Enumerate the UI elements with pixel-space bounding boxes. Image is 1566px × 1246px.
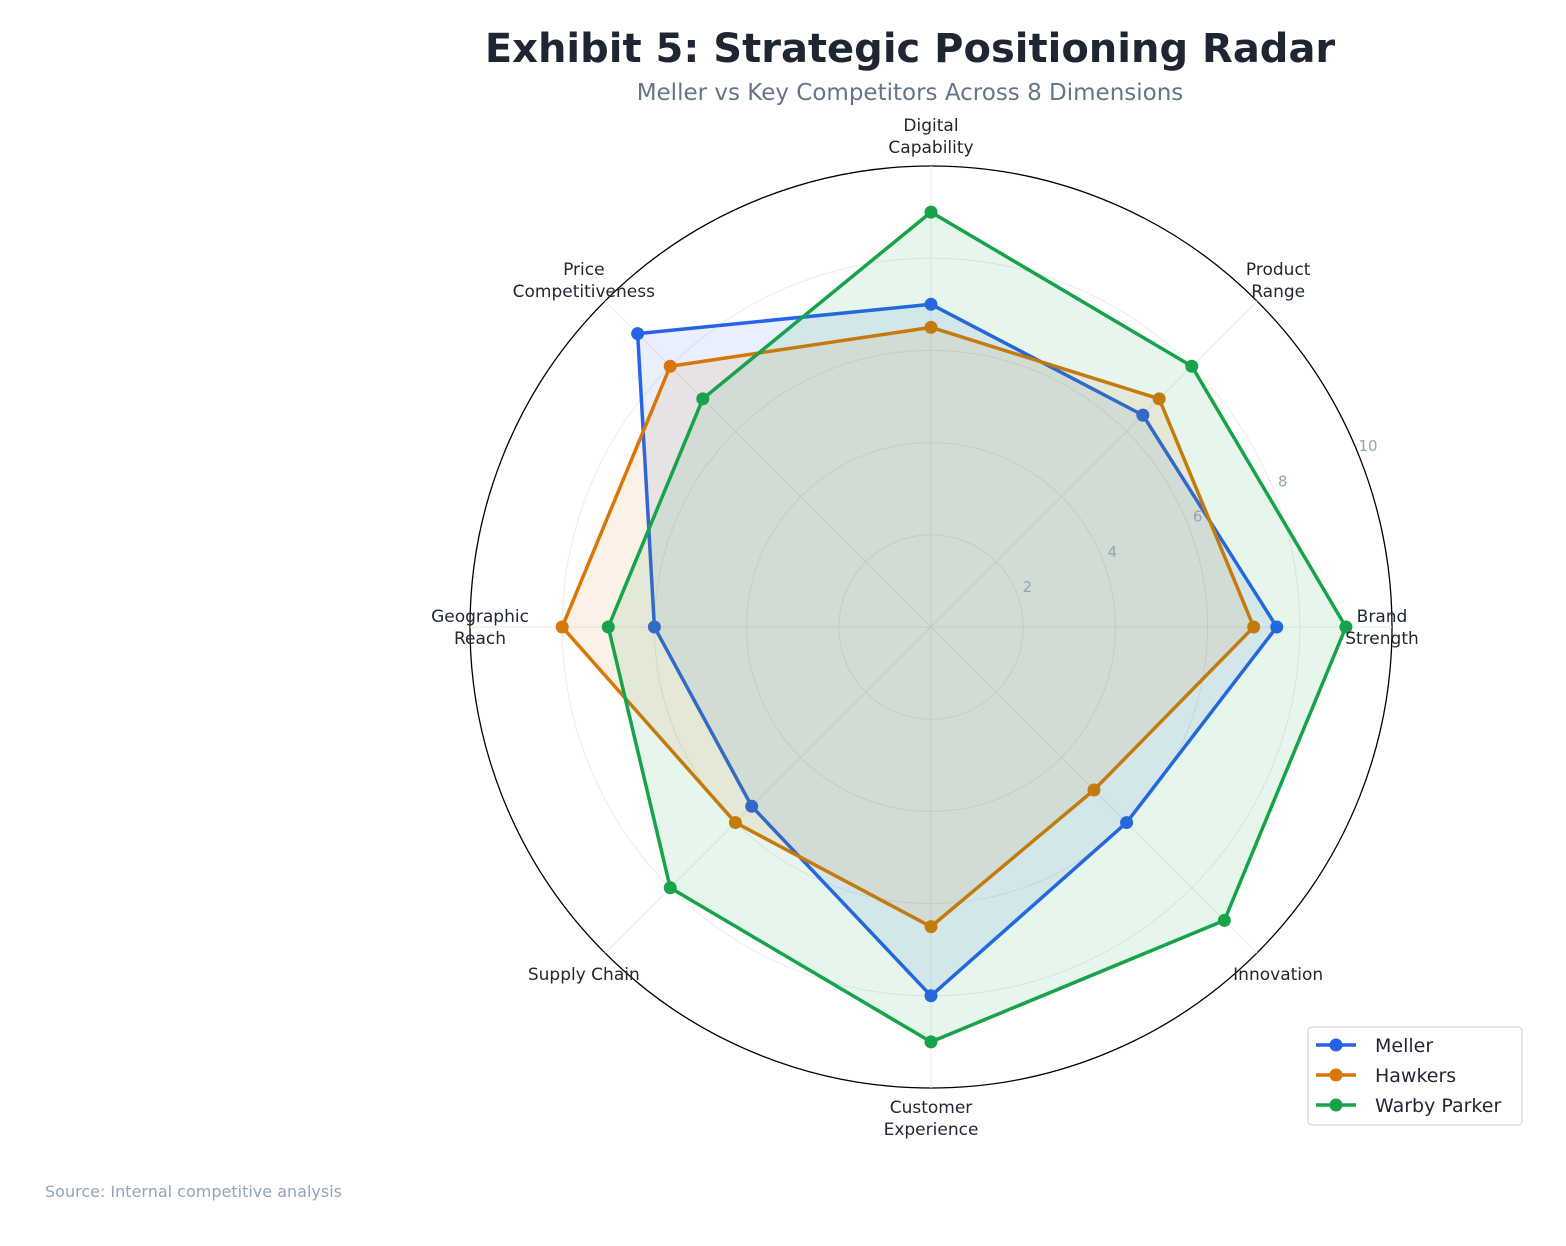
data-point [728, 816, 742, 830]
radial-tick-label: 10 [1358, 437, 1377, 455]
radial-tick-label: 4 [1108, 543, 1118, 561]
data-point [1120, 816, 1134, 830]
data-point [924, 989, 938, 1003]
data-point [924, 320, 938, 334]
data-point [924, 297, 938, 311]
radial-tick-label: 2 [1022, 578, 1032, 596]
data-point [631, 327, 645, 341]
legend-label: Hawkers [1375, 1065, 1456, 1087]
data-point [1185, 359, 1199, 373]
data-point [924, 1035, 938, 1049]
source-note: Source: Internal competitive analysis [45, 1182, 342, 1201]
legend-label: Warby Parker [1375, 1095, 1501, 1117]
radial-tick-label: 8 [1278, 472, 1288, 490]
data-point [924, 920, 938, 934]
data-point [663, 359, 677, 373]
data-point [696, 392, 710, 406]
legend-box [1307, 1026, 1523, 1126]
data-point [647, 620, 661, 634]
grid-spoke [604, 300, 932, 628]
data-point [1339, 620, 1353, 634]
data-point [601, 620, 615, 634]
data-point [1270, 620, 1284, 634]
series-fill-meller [637, 304, 1277, 996]
data-point [1217, 913, 1231, 927]
data-point [555, 620, 569, 634]
axis-label: Innovation [1233, 965, 1323, 985]
series-fill-warby-parker [608, 212, 1346, 1042]
data-point [663, 881, 677, 895]
axis-label: Supply Chain [528, 965, 640, 985]
data-point [924, 205, 938, 219]
grid-spoke [930, 300, 1258, 628]
data-point [745, 799, 759, 813]
data-point [1247, 620, 1261, 634]
grid-spoke [604, 626, 932, 954]
radial-tick-label: 6 [1193, 508, 1203, 526]
legend-label: Meller [1375, 1035, 1433, 1057]
data-point [1136, 408, 1150, 422]
chart-title: Exhibit 5: Strategic Positioning Radar [485, 26, 1336, 72]
series-fill-hawkers [562, 327, 1254, 927]
data-point [1087, 783, 1101, 797]
chart-subtitle: Meller vs Key Competitors Across 8 Dimen… [637, 80, 1184, 106]
legend-marker [1329, 1068, 1343, 1082]
legend-marker [1329, 1038, 1343, 1052]
legend-marker [1329, 1098, 1343, 1112]
data-point [1152, 392, 1166, 406]
